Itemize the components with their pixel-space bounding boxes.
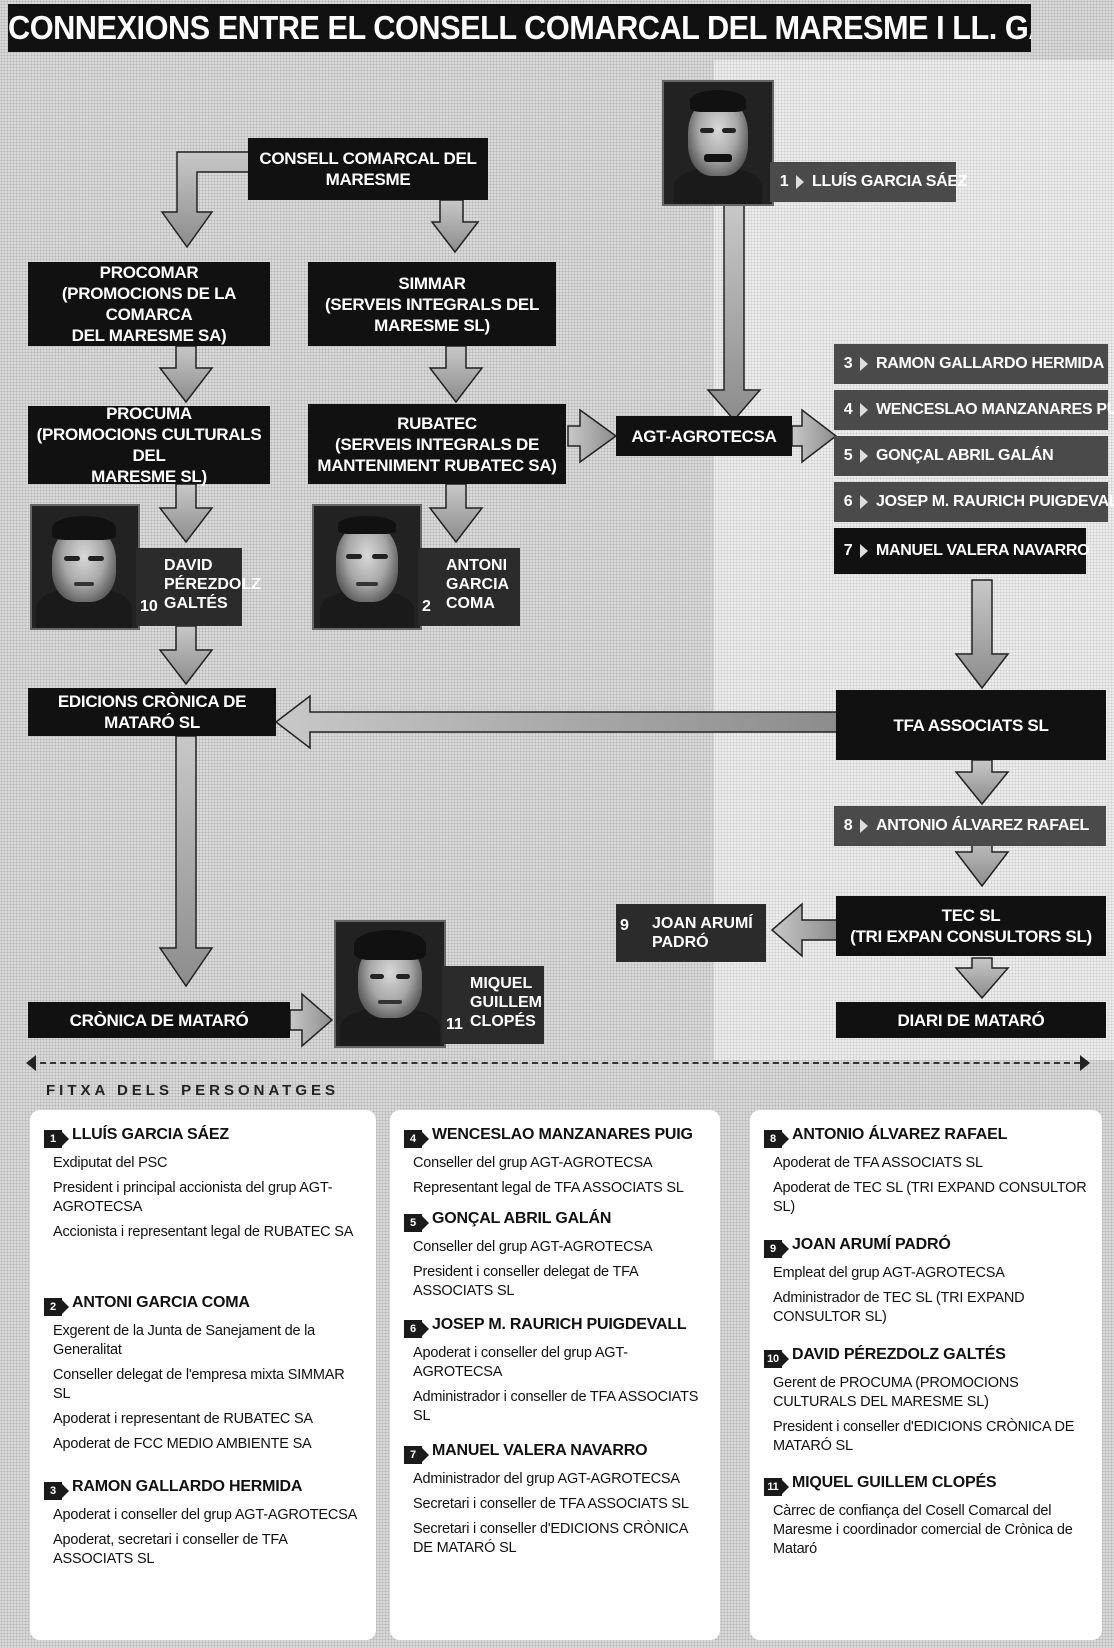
arrow-tfa-edicions xyxy=(274,694,839,750)
arrow-procomar-procuma xyxy=(158,345,214,404)
arrow-simmar-rubatec xyxy=(428,345,484,404)
arrow-procuma-person10 xyxy=(158,483,214,544)
divider-left-arrowhead xyxy=(26,1055,36,1071)
arrow-tec-diari xyxy=(954,957,1010,1000)
dashed-divider xyxy=(30,1062,1080,1064)
arrow-tfa-person8 xyxy=(954,759,1010,806)
entry-number-badge: 5 xyxy=(404,1214,429,1232)
arrow-consell-simmar xyxy=(430,199,480,254)
section-heading: FITXA DELS PERSONATGES xyxy=(46,1082,340,1099)
arrow-edicions-cronica xyxy=(158,735,214,988)
entry-number-badge: 8 xyxy=(764,1130,789,1148)
arrow-person7-tfa xyxy=(954,579,1010,690)
arrow-agt-directors xyxy=(791,408,838,464)
arrow-rubatec-agt xyxy=(567,408,618,464)
entry-number-badge: 10 xyxy=(764,1350,789,1368)
box-cronica-mataro: CRÒNICA DE MATARÓ xyxy=(28,1002,290,1038)
page-title: CONNEXIONS ENTRE EL CONSELL COMARCAL DEL… xyxy=(8,4,1031,52)
divider-right-arrowhead xyxy=(1080,1055,1090,1071)
arrow-rubatec-person2 xyxy=(428,483,484,544)
entry-number-badge: 7 xyxy=(404,1446,429,1464)
entry-number-badge: 2 xyxy=(44,1298,69,1316)
arrow-consell-procomar xyxy=(160,151,263,249)
entry-number-badge: 4 xyxy=(404,1130,429,1148)
arrow-person10-edicions xyxy=(158,625,214,686)
box-tfa-associats: TFA ASSOCIATS SL xyxy=(836,690,1106,760)
entry-number-badge: 6 xyxy=(404,1320,429,1338)
box-tec-sl: TEC SL(TRI EXPAN CONSULTORS SL) xyxy=(836,896,1106,956)
portrait-photo-1 xyxy=(662,80,774,206)
box-agt-agrotecsa: AGT-AGROTECSA xyxy=(616,416,792,456)
entry-number-badge: 1 xyxy=(44,1130,69,1148)
box-diari-mataro: DIARI DE MATARÓ xyxy=(836,1002,1106,1038)
arrow-cronica-person11 xyxy=(289,992,334,1048)
entry-number-badge: 11 xyxy=(764,1478,789,1496)
arrow-person1-agt xyxy=(706,203,762,422)
portrait-photo-11 xyxy=(334,920,446,1048)
portrait-photo-10 xyxy=(30,504,140,630)
connector-arrows xyxy=(158,151,1010,1048)
entry-number-badge: 3 xyxy=(44,1482,69,1500)
arrow-tec-person9 xyxy=(770,902,839,958)
portrait-photo-2 xyxy=(312,504,422,630)
entry-number-badge: 9 xyxy=(764,1240,789,1258)
